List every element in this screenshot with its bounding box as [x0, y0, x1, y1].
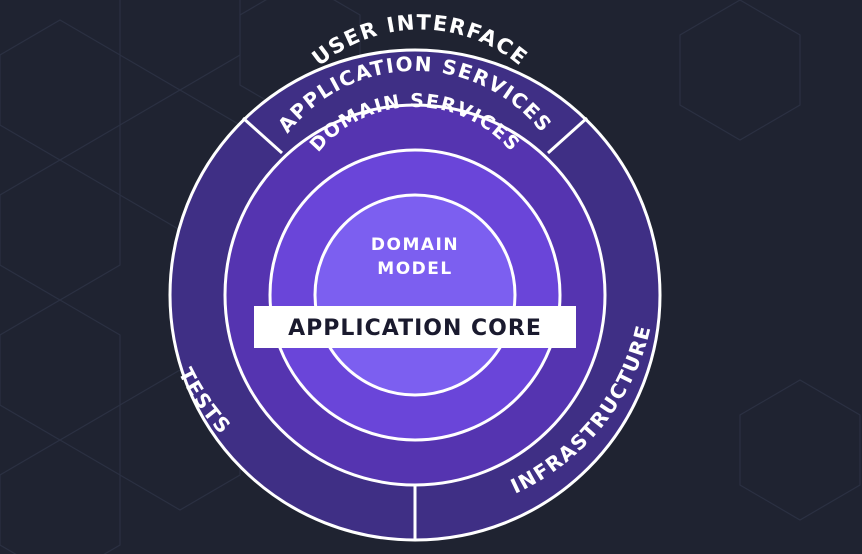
- domain-model-label-line2: MODEL: [377, 259, 452, 279]
- domain-model-label-line1: DOMAIN: [371, 235, 459, 255]
- application-core-banner: [254, 306, 576, 348]
- application-core-label: APPLICATION CORE: [288, 316, 542, 341]
- outer-ring-dividers: [241, 116, 589, 540]
- domain-model-circle: [313, 193, 517, 397]
